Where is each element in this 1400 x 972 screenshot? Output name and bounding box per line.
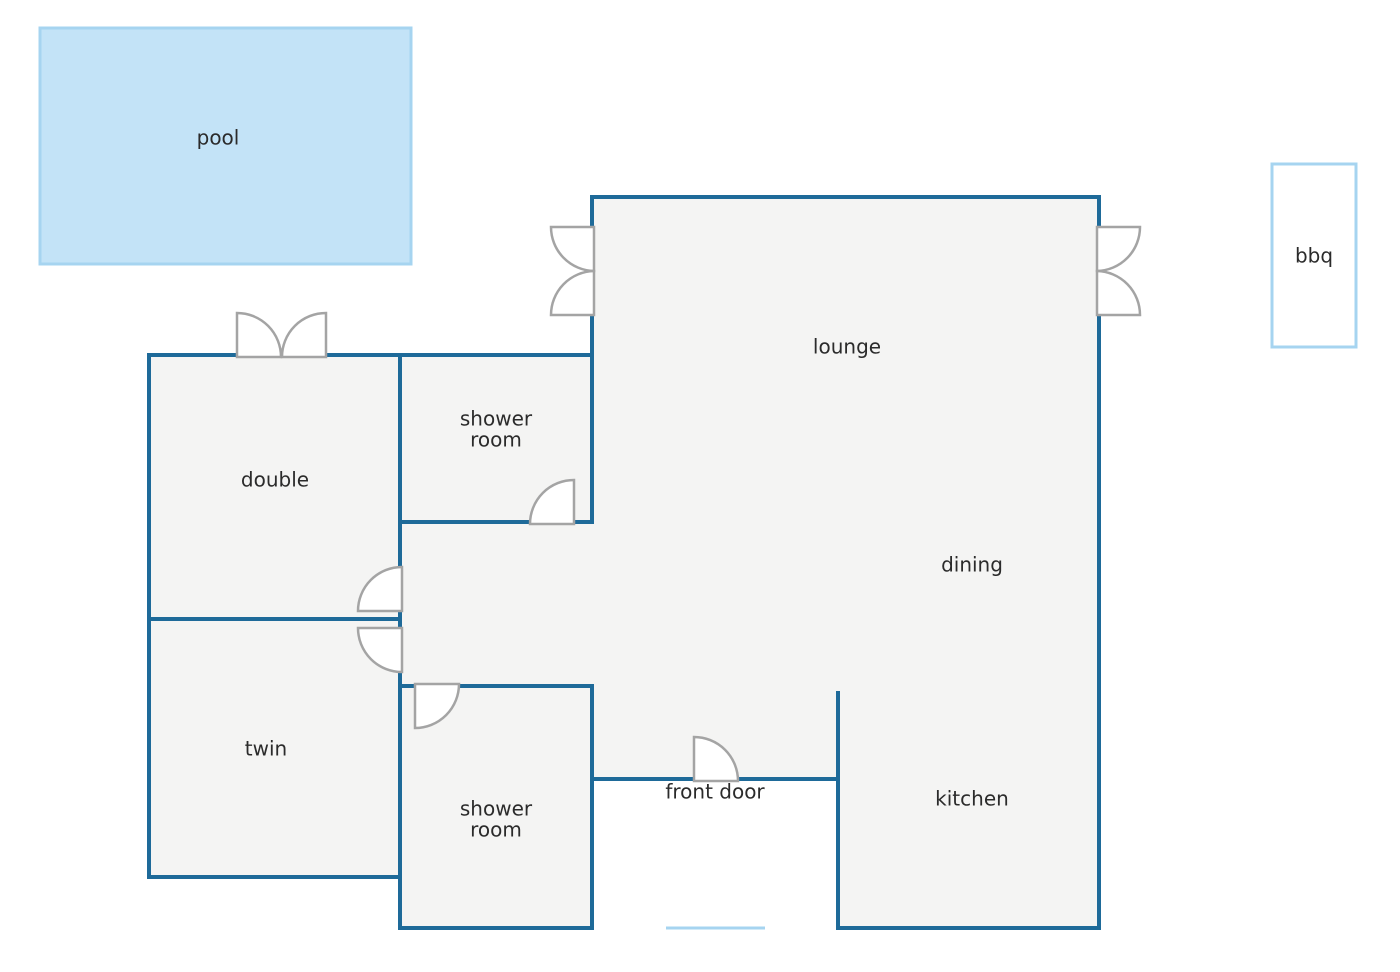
lounge-right-french-door [1095, 225, 1142, 317]
pool-label: pool [197, 126, 240, 150]
lounge-label: lounge [813, 335, 881, 359]
shower-room-bottom-label-line1: shower [460, 797, 533, 821]
doors [235, 225, 1142, 783]
bbq-area [1270, 162, 1358, 349]
twin-label: twin [245, 737, 287, 761]
bbq-label: bbq [1295, 244, 1333, 268]
shower-room-top-label-line1: shower [460, 407, 533, 431]
double-label: double [241, 468, 309, 492]
floor-fill [149, 197, 1099, 928]
double-bedroom-french-door [235, 311, 328, 359]
twin-bedroom-door [356, 626, 404, 674]
double-bedroom-door [356, 565, 404, 613]
pool-area [38, 26, 413, 266]
walls [147, 195, 1101, 930]
front-door-swing [692, 735, 740, 783]
shower-room-bottom-label-line2: room [470, 818, 522, 842]
front-door-label: front door [665, 780, 765, 804]
shower-room-top-door [528, 478, 576, 526]
shower-room-top-label-line2: room [470, 428, 522, 452]
dining-label: dining [941, 553, 1003, 577]
kitchen-label: kitchen [935, 787, 1009, 811]
shower-room-bottom-door [413, 682, 461, 730]
lounge-left-french-door [549, 225, 596, 317]
